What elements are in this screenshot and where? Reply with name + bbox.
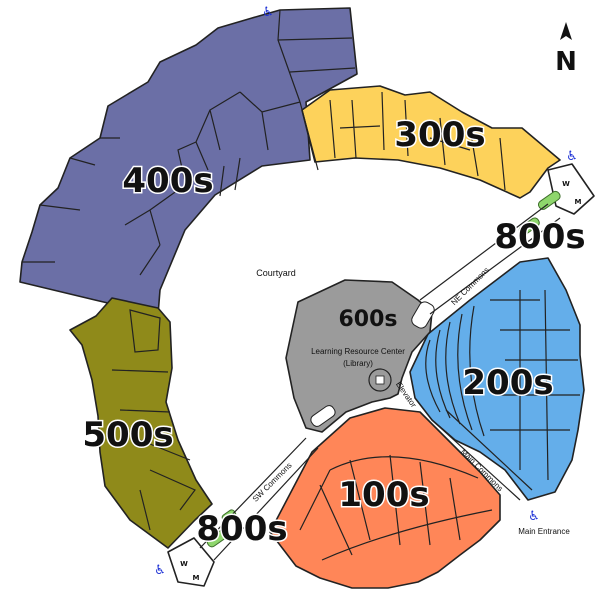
wing-300s-label: 300s: [394, 115, 485, 155]
wing-500s-shape: [69, 297, 213, 549]
commons-corridors: [199, 101, 561, 561]
wing-500s-label: 500s: [82, 415, 173, 455]
accessible-entrance-icon-sw[interactable]: ♿: [154, 563, 166, 578]
north-label: N: [555, 47, 577, 77]
courtyard-label: Courtyard: [256, 268, 296, 278]
library-name-line1: Learning Resource Center: [311, 347, 405, 356]
commons-800s-ne-label: 800s: [494, 217, 585, 257]
restroom-ne-w-label: W: [562, 180, 570, 188]
accessible-entrance-icon-north[interactable]: ♿: [262, 5, 274, 20]
restroom-block-ne[interactable]: [518, 163, 595, 236]
library-stairs-sw: [310, 405, 336, 427]
wing-600s-library[interactable]: [285, 279, 436, 433]
library-stairs-ne: [411, 301, 435, 329]
wing-400s-label: 400s: [122, 161, 213, 201]
wing-100s-label: 100s: [338, 475, 429, 515]
restroom-ne-green-1: [537, 190, 561, 210]
north-arrow: N: [555, 22, 577, 77]
wing-200s-walls: [425, 289, 580, 481]
library-name-line2: (Library): [343, 359, 373, 368]
wing-300s[interactable]: [301, 85, 561, 199]
restroom-block-sw[interactable]: [167, 509, 237, 587]
library-number-label: 600s: [338, 307, 397, 332]
wing-400s[interactable]: [19, 7, 358, 316]
restroom-sw-m-label: M: [193, 574, 200, 582]
wing-400s-shape: [19, 7, 358, 316]
library-shape: [285, 279, 433, 433]
restroom-ne-m-label: M: [575, 198, 582, 206]
restroom-sw-w-label: W: [180, 560, 188, 568]
wing-200s[interactable]: [409, 257, 585, 501]
wing-200s-shape: [409, 257, 585, 501]
wing-500s[interactable]: [69, 297, 213, 549]
accessible-entrance-icon-ne[interactable]: ♿: [566, 149, 578, 164]
commons-800s-sw-label: 800s: [196, 509, 287, 549]
restroom-sw-green-1: [206, 529, 228, 548]
restroom-block-ne-shape: [547, 163, 595, 215]
wing-100s[interactable]: [269, 407, 501, 589]
wing-300s-shape: [301, 85, 561, 199]
wing-100s-shape: [269, 407, 501, 589]
elevator-car: [375, 375, 385, 385]
wing-400s-walls: [22, 9, 356, 276]
main-entrance-label[interactable]: Main Entrance: [518, 527, 570, 536]
wing-200s-label: 200s: [462, 363, 553, 403]
restroom-ne-green-2: [518, 217, 540, 236]
restroom-block-sw-shape: [167, 537, 215, 587]
wing-100s-walls: [299, 454, 493, 561]
wing-300s-walls: [329, 91, 506, 191]
accessible-entrance-icon-main[interactable]: ♿: [528, 509, 540, 524]
north-arrow-icon: [560, 22, 572, 40]
wing-500s-walls: [111, 309, 196, 531]
